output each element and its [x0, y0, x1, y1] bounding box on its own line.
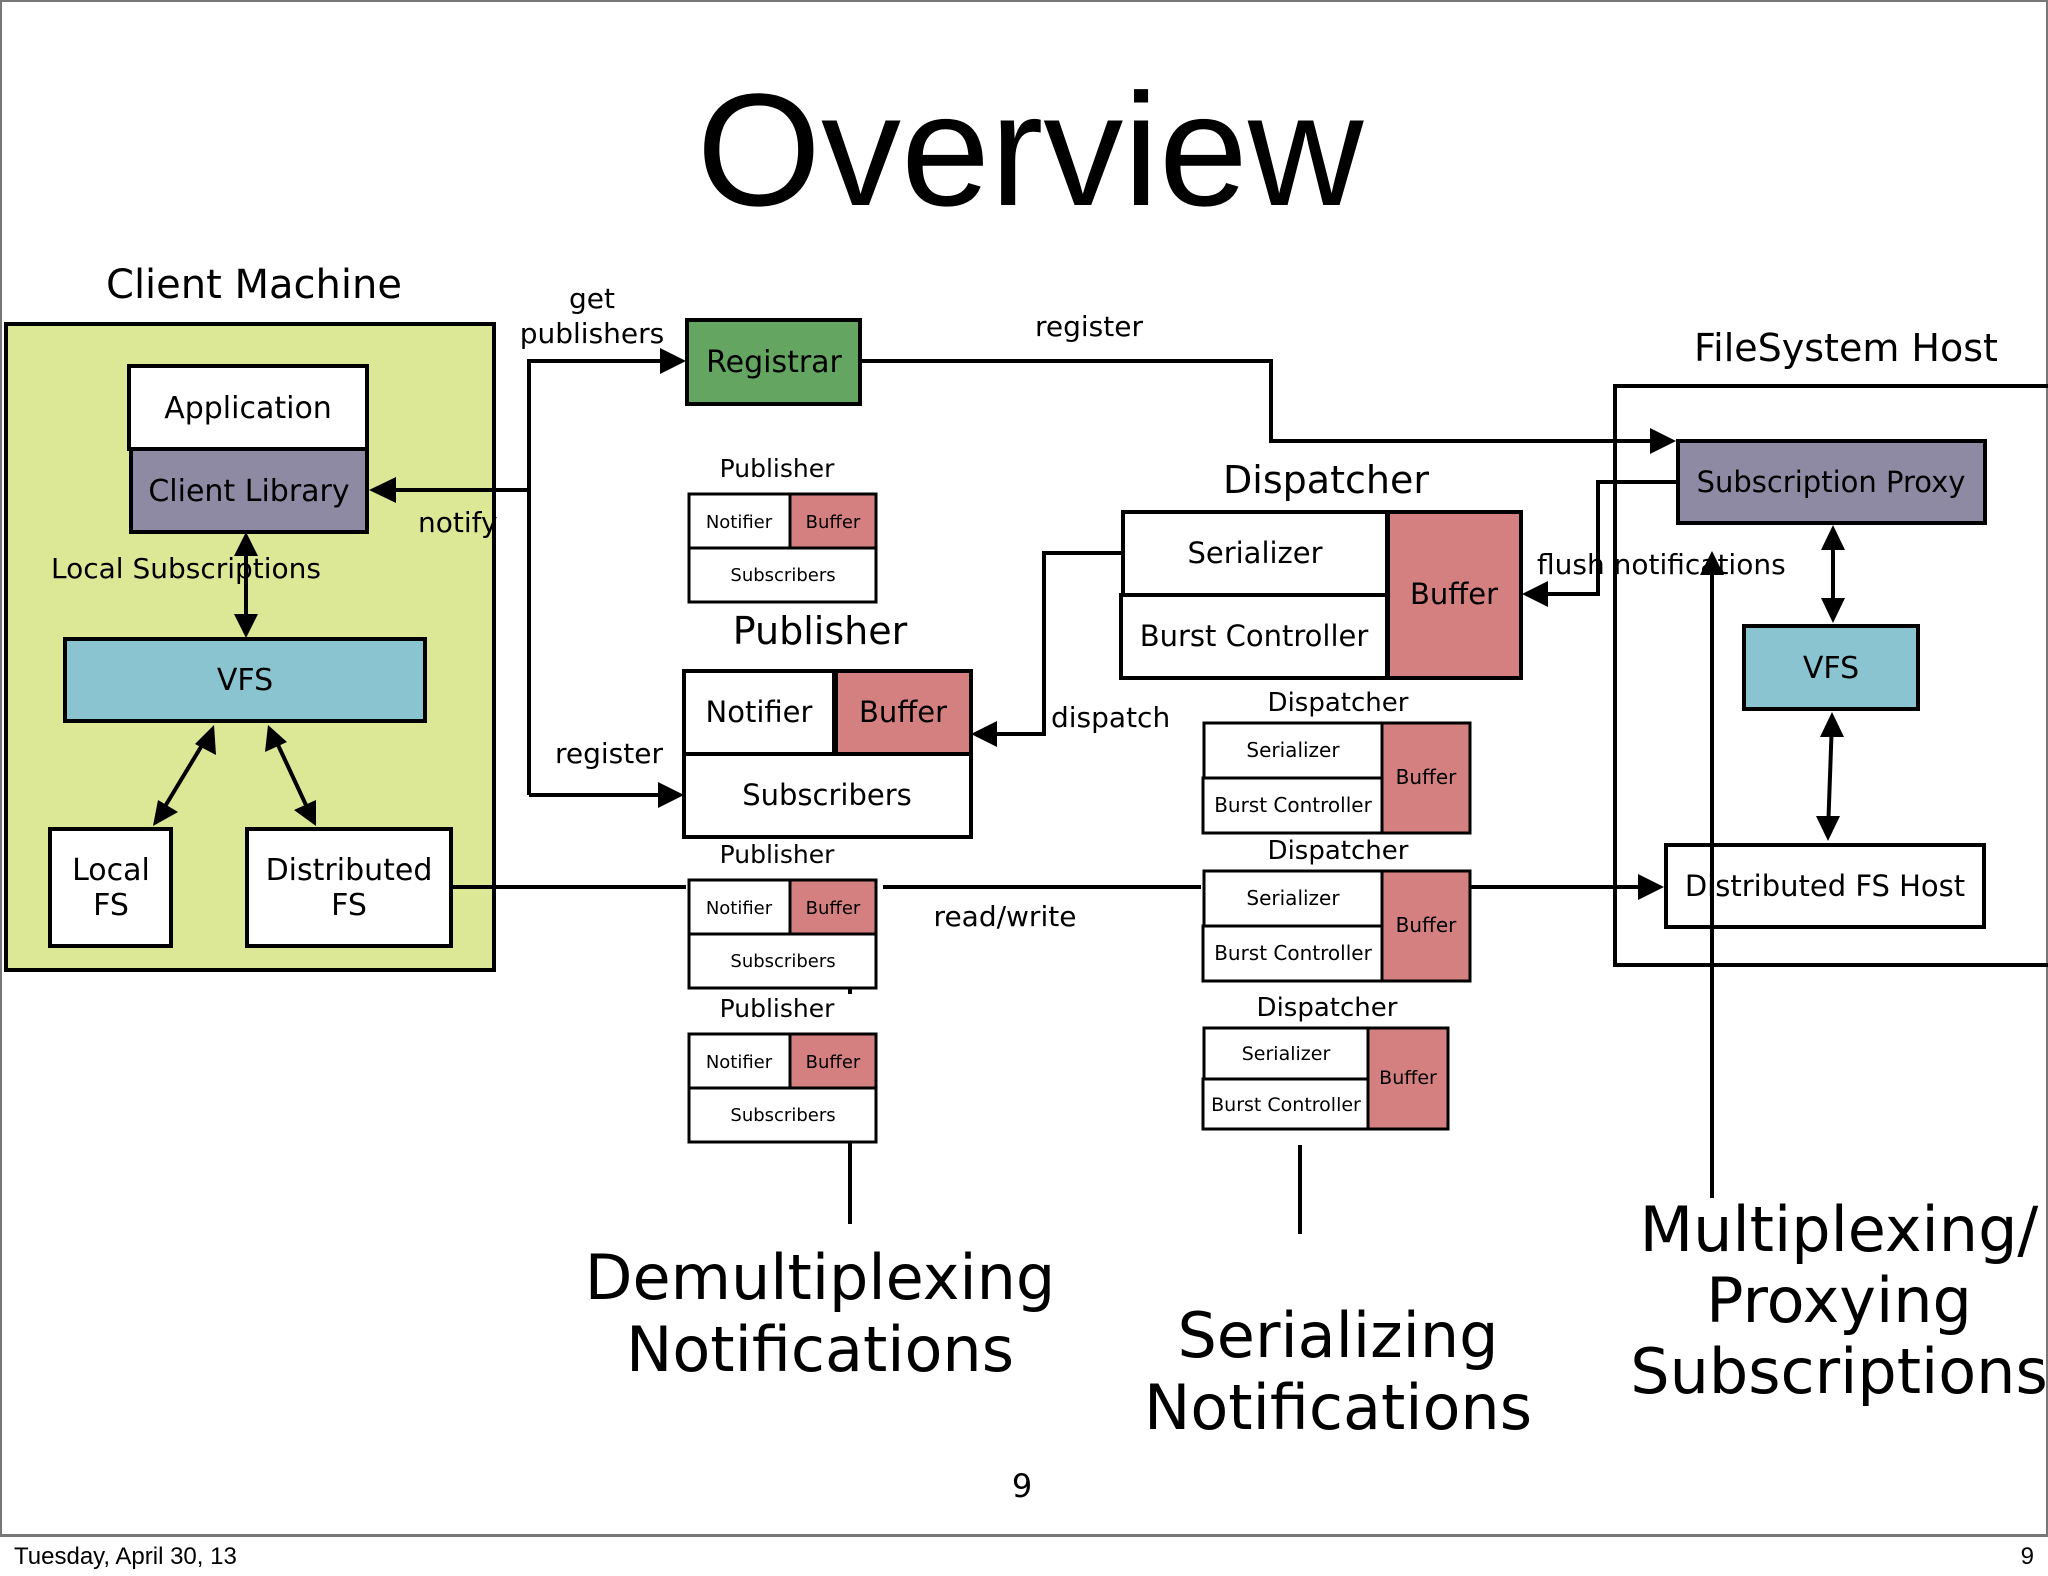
dispatch-label: dispatch — [1051, 701, 1170, 734]
client-vfs-label: VFS — [217, 663, 273, 698]
host-vfs-label: VFS — [1803, 651, 1859, 686]
distributed-fs-host-label: Distributed FS Host — [1685, 869, 1965, 903]
caption-multiplexing-line2: Proxying — [1706, 1264, 1972, 1337]
footer-date: Tuesday, April 30, 13 — [14, 1543, 237, 1570]
publisher-small-2-buffer: Buffer — [806, 898, 861, 919]
dispatcher-main-serializer: Serializer — [1187, 536, 1322, 570]
dispatcher-small-3-buffer: Buffer — [1379, 1067, 1437, 1089]
client-internal-arrows — [153, 532, 316, 826]
publisher-small-buffer: Buffer — [806, 512, 861, 533]
publisher-main-buffer: Buffer — [859, 695, 947, 729]
caption-demultiplexing-line2: Notifications — [626, 1313, 1014, 1386]
local-fs-box: Local FS — [48, 827, 173, 948]
filesystem-host-box — [1613, 384, 2048, 967]
dispatcher-small-1-buffer: Buffer — [1396, 765, 1457, 789]
connector-lines — [369, 348, 1724, 1234]
subscription-proxy-label: Subscription Proxy — [1697, 465, 1966, 499]
publisher-small-3: Notifier Buffer Subscribers — [687, 1032, 878, 1144]
local-fs-label-line2: FS — [93, 888, 129, 923]
publisher-small-3-subscribers: Subscribers — [730, 1105, 835, 1126]
dispatcher-small-1-serializer: Serializer — [1246, 738, 1340, 762]
distributed-fs-box: Distributed FS — [245, 827, 453, 948]
registrar-label: Registrar — [706, 345, 842, 380]
caption-serializing-line1: Serializing — [1177, 1299, 1498, 1372]
subscription-proxy-box: Subscription Proxy — [1676, 439, 1987, 525]
dispatcher-small-label-2: Dispatcher — [1268, 836, 1409, 866]
publisher-main-subscribers: Subscribers — [742, 778, 912, 812]
dispatcher-main: Serializer Burst Controller Buffer — [1119, 510, 1523, 680]
caption-multiplexing-line3: Subscriptions — [1630, 1335, 2048, 1408]
get-label-line1: get — [569, 282, 615, 315]
publisher-small-2: Notifier Buffer Subscribers — [687, 878, 878, 990]
slide-page-number: 9 — [1012, 1467, 1032, 1505]
register-top-label: register — [1035, 310, 1143, 343]
client-library-label: Client Library — [148, 474, 349, 509]
publisher-small-3-buffer: Buffer — [806, 1052, 861, 1073]
distributed-fs-label-line1: Distributed — [266, 853, 433, 888]
distributed-fs-label-line2: FS — [331, 888, 367, 923]
dispatcher-main-burst-controller: Burst Controller — [1140, 619, 1369, 653]
dispatcher-small-1-burst-controller: Burst Controller — [1214, 793, 1372, 817]
publisher-small-subscribers: Subscribers — [730, 565, 835, 586]
footer-bar — [0, 1536, 2048, 1576]
dispatcher-small-3-serializer: Serializer — [1242, 1043, 1331, 1065]
publisher-small-label-3: Publisher — [720, 994, 835, 1023]
dispatcher-main-label: Dispatcher — [1223, 458, 1429, 502]
footer-page: 9 — [2021, 1543, 2034, 1570]
caption-demultiplexing-line1: Demultiplexing — [585, 1241, 1056, 1314]
publisher-small-3-notifier: Notifier — [706, 1052, 773, 1073]
dispatcher-small-label-3: Dispatcher — [1257, 993, 1398, 1023]
dispatcher-small-3: Serializer Burst Controller Buffer — [1201, 1026, 1450, 1131]
registrar-box: Registrar — [685, 318, 862, 406]
dispatcher-small-2-burst-controller: Burst Controller — [1214, 941, 1372, 965]
notify-label: notify — [418, 506, 498, 539]
publisher-small-2-notifier: Notifier — [706, 898, 773, 919]
register-left-label: register — [555, 737, 663, 770]
dispatcher-small-2-buffer: Buffer — [1396, 913, 1457, 937]
client-library-box: Client Library — [129, 447, 369, 534]
read-write-label: read/write — [934, 900, 1077, 933]
client-machine-label: Client Machine — [106, 262, 402, 308]
dispatcher-small-3-burst-controller: Burst Controller — [1211, 1094, 1361, 1116]
application-label: Application — [164, 391, 332, 426]
publisher-small-label-1: Publisher — [720, 454, 835, 483]
application-box: Application — [127, 364, 369, 451]
local-fs-label-line1: Local — [72, 853, 150, 888]
slide-title: Overview — [697, 60, 1364, 239]
publisher-small-label-2: Publisher — [720, 840, 835, 869]
distributed-fs-host-box: Distributed FS Host — [1664, 843, 1986, 929]
caption-serializing-line2: Notifications — [1144, 1371, 1532, 1444]
dispatcher-small-2-serializer: Serializer — [1246, 886, 1340, 910]
publisher-main: Notifier Buffer Subscribers — [682, 669, 973, 839]
dispatcher-small-1: Serializer Burst Controller Buffer — [1201, 721, 1472, 835]
flush-notifications-label: flush notifications — [1537, 548, 1786, 581]
dispatcher-small-2: Serializer Burst Controller Buffer — [1201, 869, 1472, 983]
filesystem-host-label: FileSystem Host — [1694, 326, 1998, 370]
caption-multiplexing-line1: Multiplexing/ — [1640, 1193, 2039, 1266]
publisher-main-notifier: Notifier — [706, 695, 813, 729]
dispatcher-main-buffer: Buffer — [1410, 577, 1498, 611]
publisher-main-label: Publisher — [733, 609, 908, 653]
publisher-small-2-subscribers: Subscribers — [730, 951, 835, 972]
client-vfs-box: VFS — [63, 637, 427, 723]
publisher-small-1: Notifier Buffer Subscribers — [687, 492, 878, 604]
host-internal-arrows — [1816, 525, 1845, 841]
get-label-line2: publishers — [520, 317, 665, 350]
host-vfs-box: VFS — [1742, 624, 1920, 711]
publisher-small-notifier: Notifier — [706, 512, 773, 533]
local-subscriptions-label: Local Subscriptions — [51, 552, 321, 585]
dispatcher-small-label-1: Dispatcher — [1268, 688, 1409, 718]
